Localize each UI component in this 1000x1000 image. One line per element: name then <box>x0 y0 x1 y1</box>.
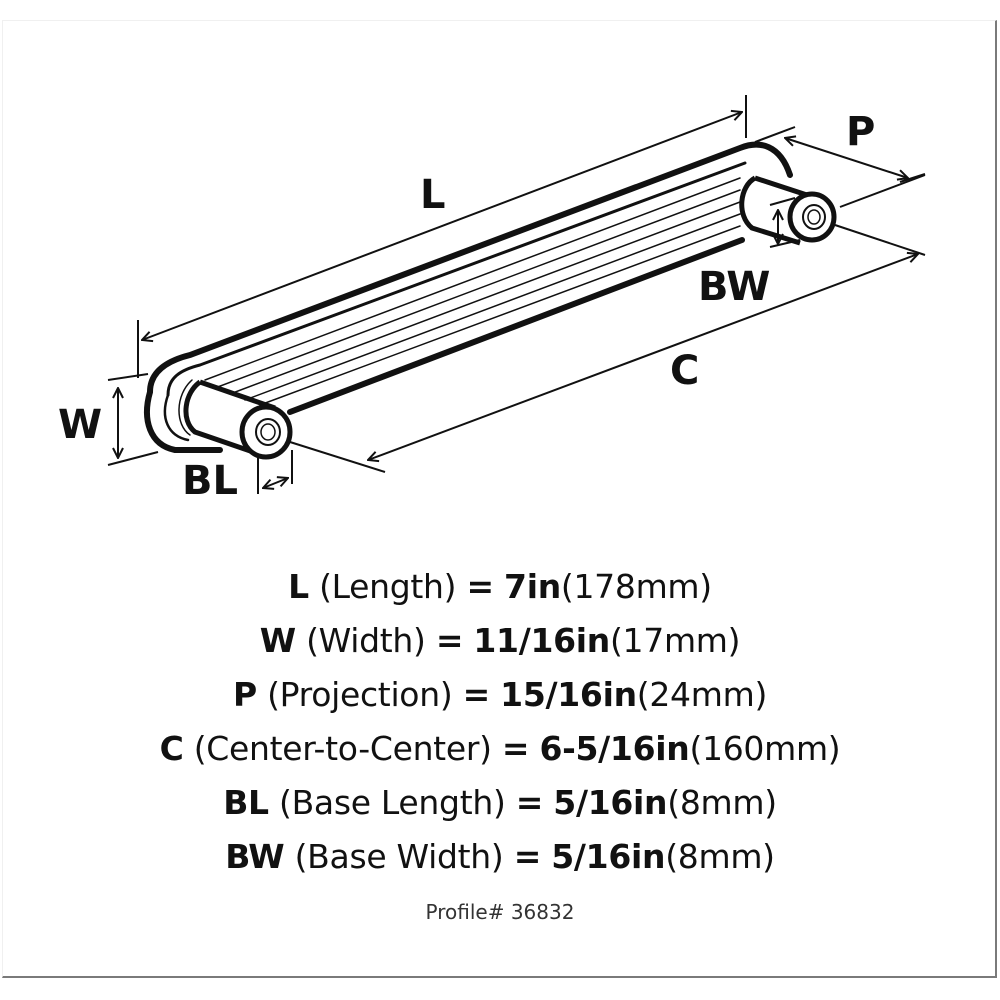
dimension-labels: L P BW C W BL <box>58 109 875 504</box>
label-C: C <box>670 348 699 394</box>
label-W: W <box>58 402 102 448</box>
profile-number: Profile# 36832 <box>425 900 575 924</box>
spec-key: C <box>159 729 184 768</box>
dimension-lines <box>107 95 926 494</box>
spec-name: (Projection) <box>267 675 453 714</box>
spec-equals: = <box>501 729 530 768</box>
spec-imperial: 5/16in <box>553 783 668 822</box>
spec-name: (Base Length) <box>279 783 506 822</box>
spec-imperial: 7in <box>504 567 561 606</box>
right-post <box>739 175 837 246</box>
spec-metric: (160mm) <box>689 729 841 768</box>
bar-pull-diagram: L P BW C W BL <box>58 95 926 504</box>
spec-imperial: 5/16in <box>551 837 666 876</box>
spec-metric: (8mm) <box>665 837 775 876</box>
spec-name: (Length) <box>319 567 457 606</box>
spec-name: (Center-to-Center) <box>193 729 492 768</box>
spec-equals: = <box>466 567 494 606</box>
spec-equals: = <box>462 675 491 714</box>
spec-metric: (17mm) <box>609 621 741 660</box>
spec-base-length: BL (Base Length) = 5/16in(8mm) <box>0 776 1000 830</box>
spec-key: BW <box>225 837 285 876</box>
spec-key: W <box>259 621 296 660</box>
left-post <box>183 379 293 460</box>
spec-key: BL <box>223 783 269 822</box>
spec-equals: = <box>435 621 464 660</box>
spec-width: W (Width) = 11/16in(17mm) <box>0 614 1000 668</box>
spec-base-width: BW (Base Width) = 5/16in(8mm) <box>0 830 1000 884</box>
spec-projection: P (Projection) = 15/16in(24mm) <box>0 668 1000 722</box>
spec-imperial: 11/16in <box>473 621 610 660</box>
spec-length: L (Length) = 7in(178mm) <box>0 560 1000 614</box>
spec-center-to-center: C (Center-to-Center) = 6-5/16in(160mm) <box>0 722 1000 776</box>
spec-key: P <box>232 675 257 714</box>
spec-metric: (8mm) <box>667 783 777 822</box>
spec-metric: (178mm) <box>560 567 712 606</box>
label-BW: BW <box>698 264 770 310</box>
spec-imperial: 15/16in <box>500 675 637 714</box>
spec-key: L <box>288 567 309 606</box>
spec-equals: = <box>515 783 544 822</box>
label-P: P <box>846 109 875 155</box>
spec-name: (Base Width) <box>294 837 504 876</box>
spec-metric: (24mm) <box>636 675 768 714</box>
spec-name: (Width) <box>306 621 426 660</box>
specifications-list: L (Length) = 7in(178mm) W (Width) = 11/1… <box>0 560 1000 884</box>
spec-imperial: 6-5/16in <box>539 729 690 768</box>
label-L: L <box>420 172 446 218</box>
spec-equals: = <box>513 837 542 876</box>
pull-body <box>144 141 793 453</box>
image-frame <box>2 20 997 978</box>
label-BL: BL <box>182 458 238 504</box>
